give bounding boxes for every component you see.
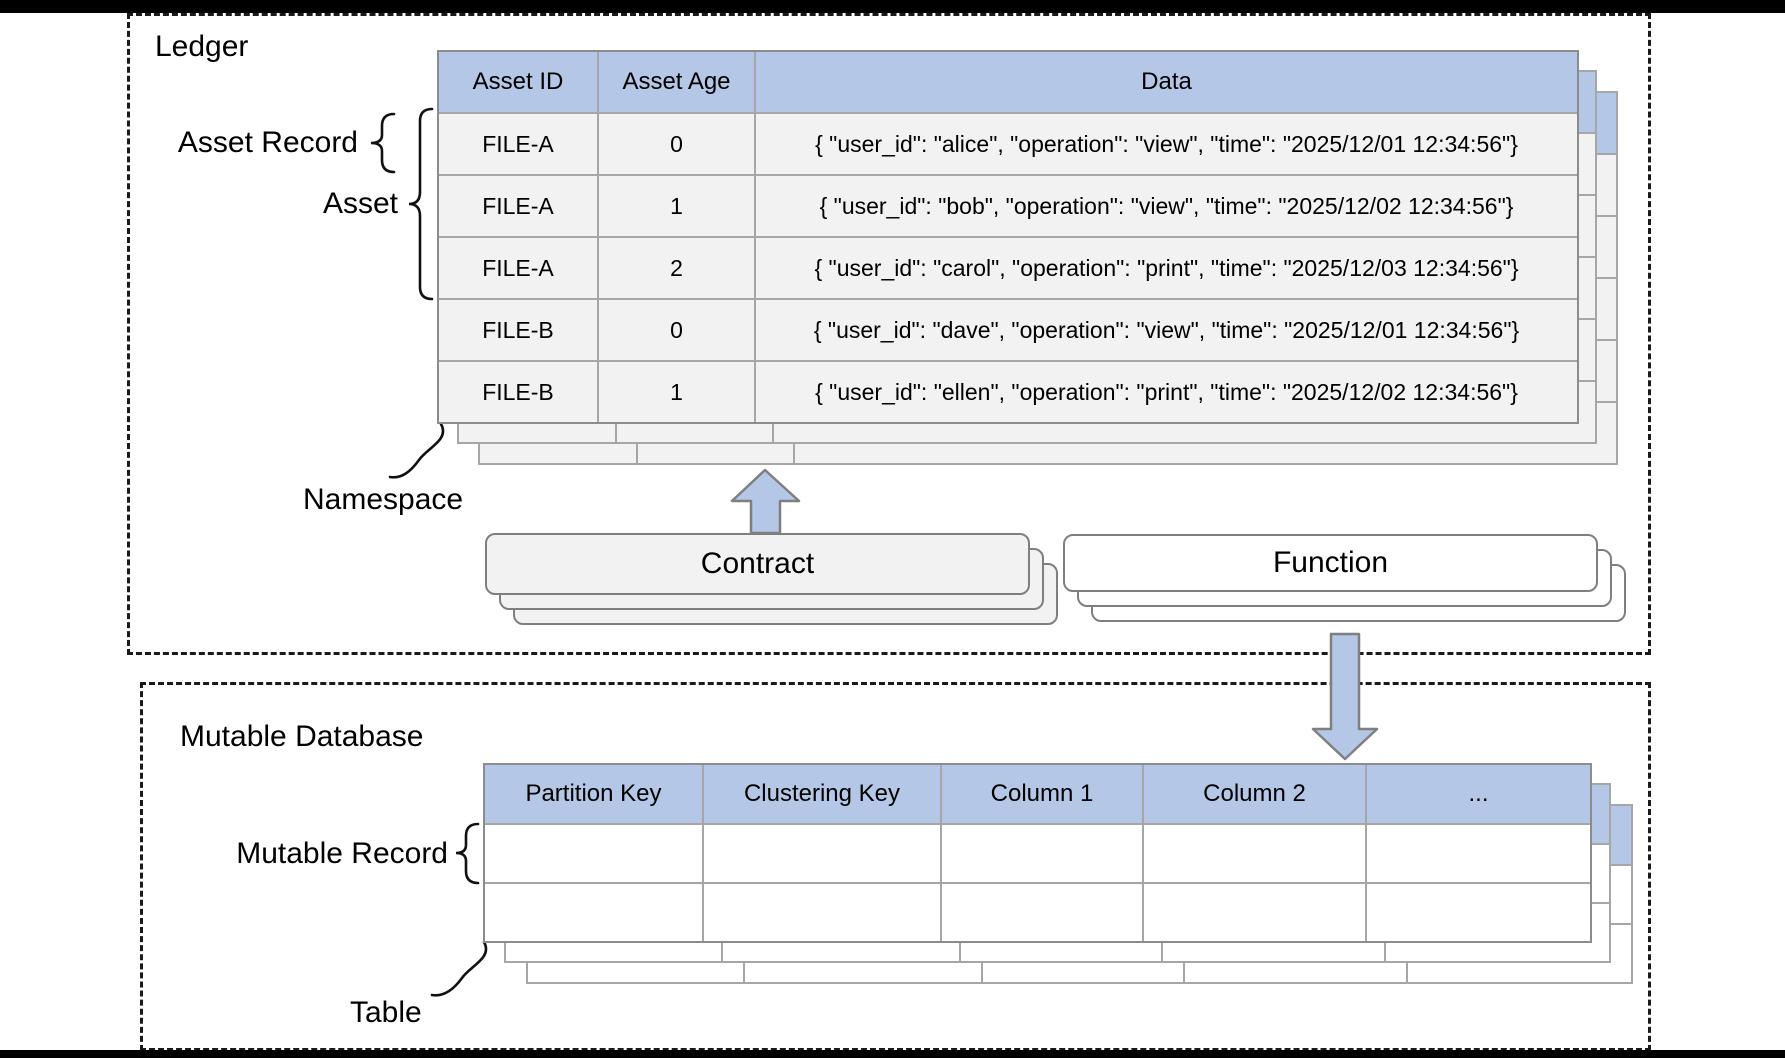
down-arrow-icon xyxy=(1311,632,1379,761)
mutable-database-group-box xyxy=(140,682,1651,1051)
asset-label: Asset xyxy=(322,187,398,220)
mutable-database-table: Partition Key Clustering Key Column 1 Co… xyxy=(483,763,1592,943)
ledger-cell-asset-age: 1 xyxy=(597,360,754,422)
ledger-cell-data: { "user_id": "dave", "operation": "view"… xyxy=(754,298,1577,360)
ledger-cell-asset-id: FILE-B xyxy=(439,360,597,422)
ledger-col-header-data: Data xyxy=(754,52,1577,112)
asset-record-label: Asset Record xyxy=(177,126,358,159)
mutable-empty-cell xyxy=(1365,882,1590,941)
mutable-empty-cell xyxy=(1142,882,1365,941)
function-box: Function xyxy=(1063,534,1598,592)
mutable-record-label: Mutable Record xyxy=(236,837,448,870)
mutable-empty-cell xyxy=(1365,823,1590,882)
ledger-cell-data: { "user_id": "bob", "operation": "view",… xyxy=(754,174,1577,236)
table-connector xyxy=(430,940,488,997)
ledger-cell-asset-age: 0 xyxy=(597,112,754,174)
mutable-empty-cell xyxy=(702,882,940,941)
asset-brace xyxy=(408,107,434,301)
ledger-cell-data: { "user_id": "ellen", "operation": "prin… xyxy=(754,360,1577,422)
mutable-empty-cell xyxy=(485,823,702,882)
contract-box: Contract xyxy=(485,533,1030,595)
ledger-cell-asset-id: FILE-A xyxy=(439,236,597,298)
ledger-cell-asset-id: FILE-A xyxy=(439,112,597,174)
ledger-table: Asset ID Asset Age Data FILE-A 0 { "user… xyxy=(437,50,1579,424)
table-label: Table xyxy=(350,996,422,1029)
ledger-cell-asset-age: 0 xyxy=(597,298,754,360)
mutable-col-header-column-2: Column 2 xyxy=(1142,765,1365,823)
mutable-database-label: Mutable Database xyxy=(180,720,424,753)
mutable-col-header-partition-key: Partition Key xyxy=(485,765,702,823)
ledger-cell-data: { "user_id": "carol", "operation": "prin… xyxy=(754,236,1577,298)
mutable-empty-cell xyxy=(940,823,1142,882)
asset-record-brace xyxy=(370,112,396,174)
namespace-connector xyxy=(388,422,445,479)
ledger-cell-asset-age: 1 xyxy=(597,174,754,236)
mutable-empty-cell xyxy=(1142,823,1365,882)
mutable-empty-cell xyxy=(485,882,702,941)
ledger-col-header-asset-id: Asset ID xyxy=(439,52,597,112)
namespace-label: Namespace xyxy=(303,483,464,516)
letterbox-top-bar xyxy=(0,0,1785,13)
ledger-label: Ledger xyxy=(155,30,249,63)
mutable-col-header-clustering-key: Clustering Key xyxy=(702,765,940,823)
ledger-cell-asset-id: FILE-B xyxy=(439,298,597,360)
mutable-col-header-ellipsis: ... xyxy=(1365,765,1590,823)
mutable-record-brace xyxy=(455,822,480,885)
ledger-group-box xyxy=(127,13,1651,655)
ledger-cell-asset-id: FILE-A xyxy=(439,174,597,236)
letterbox-bottom-bar xyxy=(0,1050,1785,1058)
ledger-cell-data: { "user_id": "alice", "operation": "view… xyxy=(754,112,1577,174)
mutable-empty-cell xyxy=(702,823,940,882)
mutable-col-header-column-1: Column 1 xyxy=(940,765,1142,823)
ledger-cell-asset-age: 2 xyxy=(597,236,754,298)
up-arrow-icon xyxy=(730,468,801,535)
ledger-col-header-asset-age: Asset Age xyxy=(597,52,754,112)
mutable-empty-cell xyxy=(940,882,1142,941)
